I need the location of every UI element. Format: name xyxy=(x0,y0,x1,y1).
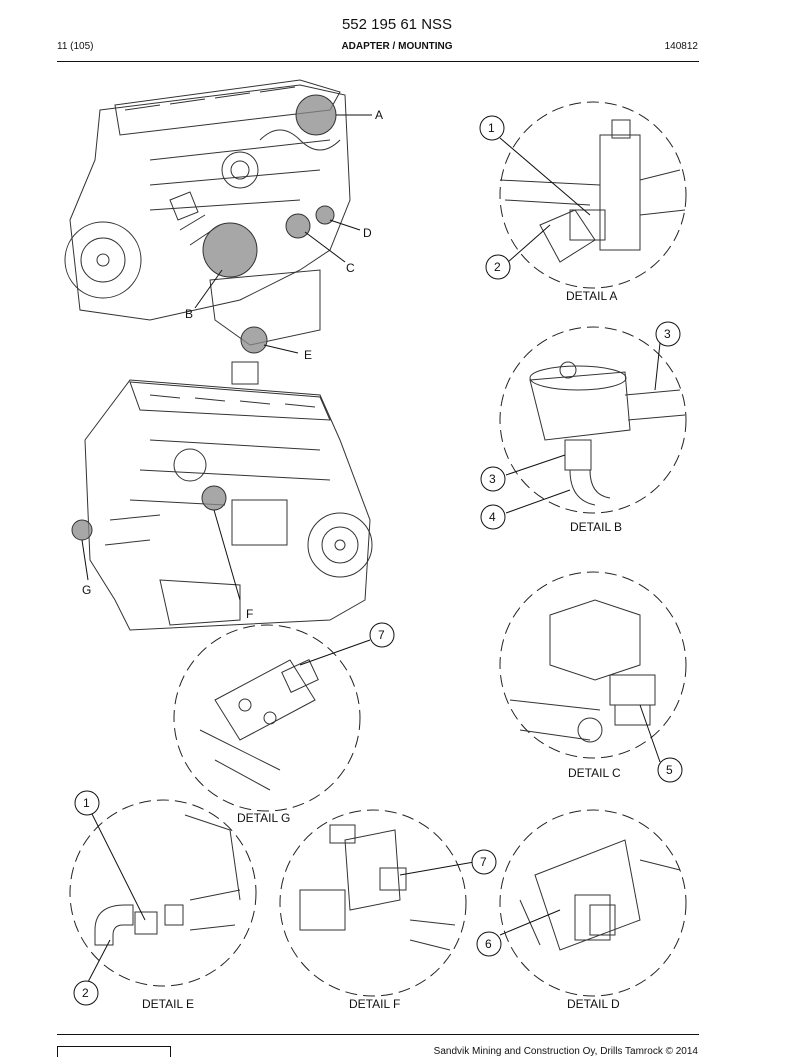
engine-drawing-bottom xyxy=(84,361,373,631)
detail-c-label: DETAIL C xyxy=(568,766,621,780)
document-number: 552 195 61 NSS xyxy=(341,16,453,33)
detail-b-item-4: 4 xyxy=(489,510,496,524)
detail-c-drawing xyxy=(509,599,656,743)
callout-b: B xyxy=(185,307,194,321)
detail-e-label: DETAIL E xyxy=(142,997,195,1011)
detail-e-drawing xyxy=(94,814,241,946)
detail-a-item-2: 2 xyxy=(494,260,501,274)
detail-f-item-7: 7 xyxy=(480,855,487,869)
detail-b-drawing xyxy=(529,361,686,506)
detail-circles xyxy=(69,101,687,997)
highlight-areas-top xyxy=(202,94,337,354)
callout-c: C xyxy=(346,261,355,275)
detail-a-item-1: 1 xyxy=(488,121,495,135)
sandvik-logo xyxy=(57,1046,171,1057)
detail-f-drawing xyxy=(299,824,456,951)
detail-e-item-1: 1 xyxy=(83,796,90,810)
header-rule xyxy=(57,61,699,62)
highlight-areas-bottom xyxy=(71,485,227,541)
callout-e: E xyxy=(304,348,313,362)
detail-d-label: DETAIL D xyxy=(567,997,620,1011)
callout-d: D xyxy=(363,226,372,240)
leader-lines-top xyxy=(194,114,372,354)
detail-g-label: DETAIL G xyxy=(237,811,291,825)
section-title: ADAPTER / MOUNTING xyxy=(341,41,453,52)
detail-c-item-5: 5 xyxy=(666,763,673,777)
engine-drawing-top xyxy=(64,79,351,346)
detail-d-item-6: 6 xyxy=(485,937,492,951)
detail-a-drawing xyxy=(499,119,686,263)
callout-circles xyxy=(73,115,683,1006)
footer-copyright: Sandvik Mining and Construction Oy, Dril… xyxy=(433,1046,698,1057)
detail-b-item-3: 3 xyxy=(489,472,496,486)
detail-e-item-2: 2 xyxy=(82,986,89,1000)
leader-lines-bottom xyxy=(81,509,241,601)
callout-g: G xyxy=(82,583,92,597)
detail-g-item-7: 7 xyxy=(378,628,385,642)
detail-b-label: DETAIL B xyxy=(570,520,623,534)
page-number: 11 (105) xyxy=(57,41,94,52)
callout-a: A xyxy=(375,108,384,122)
detail-leader-lines xyxy=(87,137,661,983)
detail-f-label: DETAIL F xyxy=(349,997,401,1011)
footer-rule xyxy=(57,1034,699,1035)
detail-d-drawing xyxy=(519,839,681,951)
detail-b-item-3-top: 3 xyxy=(664,327,671,341)
detail-g-drawing xyxy=(199,659,319,791)
callout-f: F xyxy=(246,607,254,621)
revision-code: 140812 xyxy=(664,41,698,52)
detail-a-label: DETAIL A xyxy=(566,289,618,303)
